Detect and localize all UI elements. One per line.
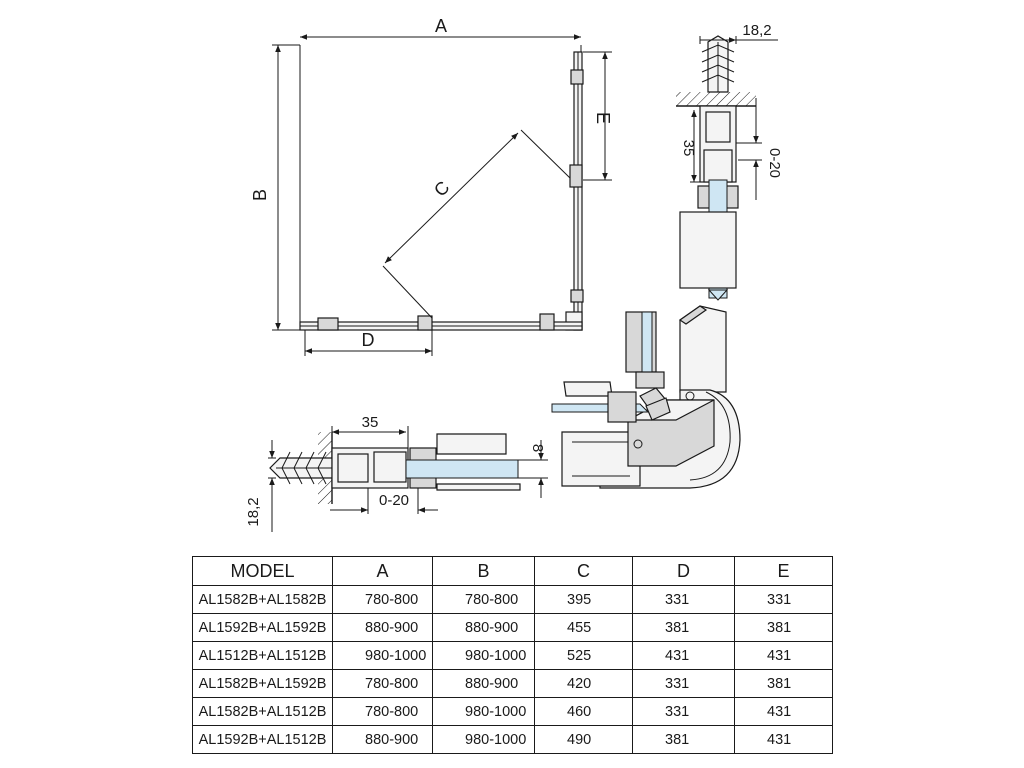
table-row: AL1582B+AL1512B 780-800 980-1000 460 331… — [192, 697, 833, 726]
cell-e: 431 — [734, 641, 833, 670]
cell-b: 980-1000 — [432, 641, 535, 670]
dim-label-profile-depth-bottom: 35 — [362, 414, 379, 431]
cell-e: 381 — [734, 613, 833, 642]
cell-a: 880-900 — [332, 725, 433, 754]
wall-profile-section-vertical: 18,2 35 0-20 — [676, 22, 783, 301]
cell-model: AL1582B+AL1512B — [192, 697, 333, 726]
cell-model: AL1592B+AL1592B — [192, 613, 333, 642]
cell-c: 460 — [534, 697, 633, 726]
table-row: AL1592B+AL1512B 880-900 980-1000 490 381… — [192, 725, 833, 754]
dim-label-profile-depth-top: 35 — [680, 140, 697, 157]
cell-c: 455 — [534, 613, 633, 642]
cell-d: 431 — [632, 641, 735, 670]
cell-d: 381 — [632, 725, 735, 754]
cell-d: 331 — [632, 585, 735, 614]
dim-label-adjust-top: 0-20 — [766, 148, 783, 178]
cell-d: 381 — [632, 613, 735, 642]
cell-b: 980-1000 — [432, 697, 535, 726]
dim-label-wall-width-top: 18,2 — [742, 22, 771, 39]
dim-label-wall-width-bottom: 18,2 — [245, 497, 262, 526]
dim-label-d: D — [362, 330, 375, 350]
table-row: AL1582B+AL1592B 780-800 880-900 420 331 … — [192, 669, 833, 698]
plan-view: A B E D C — [250, 16, 613, 356]
header-d: D — [632, 556, 735, 586]
header-e: E — [734, 556, 833, 586]
model-dimension-table: MODEL A B C D E AL1582B+AL1582B 780-800 … — [192, 556, 833, 754]
cell-b: 880-900 — [432, 613, 535, 642]
cell-e: 431 — [734, 697, 833, 726]
cell-a: 780-800 — [332, 697, 433, 726]
cell-d: 331 — [632, 669, 735, 698]
cell-model: AL1582B+AL1582B — [192, 585, 333, 614]
table-row: AL1592B+AL1592B 880-900 880-900 455 381 … — [192, 613, 833, 642]
header-c: C — [534, 556, 633, 586]
cell-c: 490 — [534, 725, 633, 754]
cell-e: 381 — [734, 669, 833, 698]
dim-label-a: A — [435, 16, 447, 36]
cell-b: 980-1000 — [432, 725, 535, 754]
table-row: AL1512B+AL1512B 980-1000 980-1000 525 43… — [192, 641, 833, 670]
cell-model: AL1582B+AL1592B — [192, 669, 333, 698]
header-a: A — [332, 556, 433, 586]
dim-label-adjust-bottom: 0-20 — [379, 492, 409, 509]
cell-e: 331 — [734, 585, 833, 614]
header-b: B — [432, 556, 535, 586]
cell-a: 980-1000 — [332, 641, 433, 670]
cell-a: 880-900 — [332, 613, 433, 642]
cell-model: AL1592B+AL1512B — [192, 725, 333, 754]
wall-profile-section-horizontal: 35 8 0-20 18,2 — [245, 414, 548, 532]
cell-c: 395 — [534, 585, 633, 614]
dim-label-glass: 8 — [529, 444, 546, 452]
cell-a: 780-800 — [332, 669, 433, 698]
dim-label-e: E — [593, 112, 613, 124]
cell-b: 880-900 — [432, 669, 535, 698]
cell-a: 780-800 — [332, 585, 433, 614]
cell-c: 420 — [534, 669, 633, 698]
technical-drawing: A B E D C — [245, 16, 783, 532]
header-model: MODEL — [192, 556, 333, 586]
table-header-row: MODEL A B C D E — [192, 556, 833, 586]
cell-d: 331 — [632, 697, 735, 726]
cell-model: AL1512B+AL1512B — [192, 641, 333, 670]
cell-e: 431 — [734, 725, 833, 754]
cell-b: 780-800 — [432, 585, 535, 614]
table-row: AL1582B+AL1582B 780-800 780-800 395 331 … — [192, 585, 833, 614]
cell-c: 525 — [534, 641, 633, 670]
corner-hinge-detail — [551, 305, 741, 489]
dim-line-c — [384, 132, 519, 264]
dim-label-b: B — [250, 189, 270, 201]
dim-label-c: C — [430, 177, 453, 200]
